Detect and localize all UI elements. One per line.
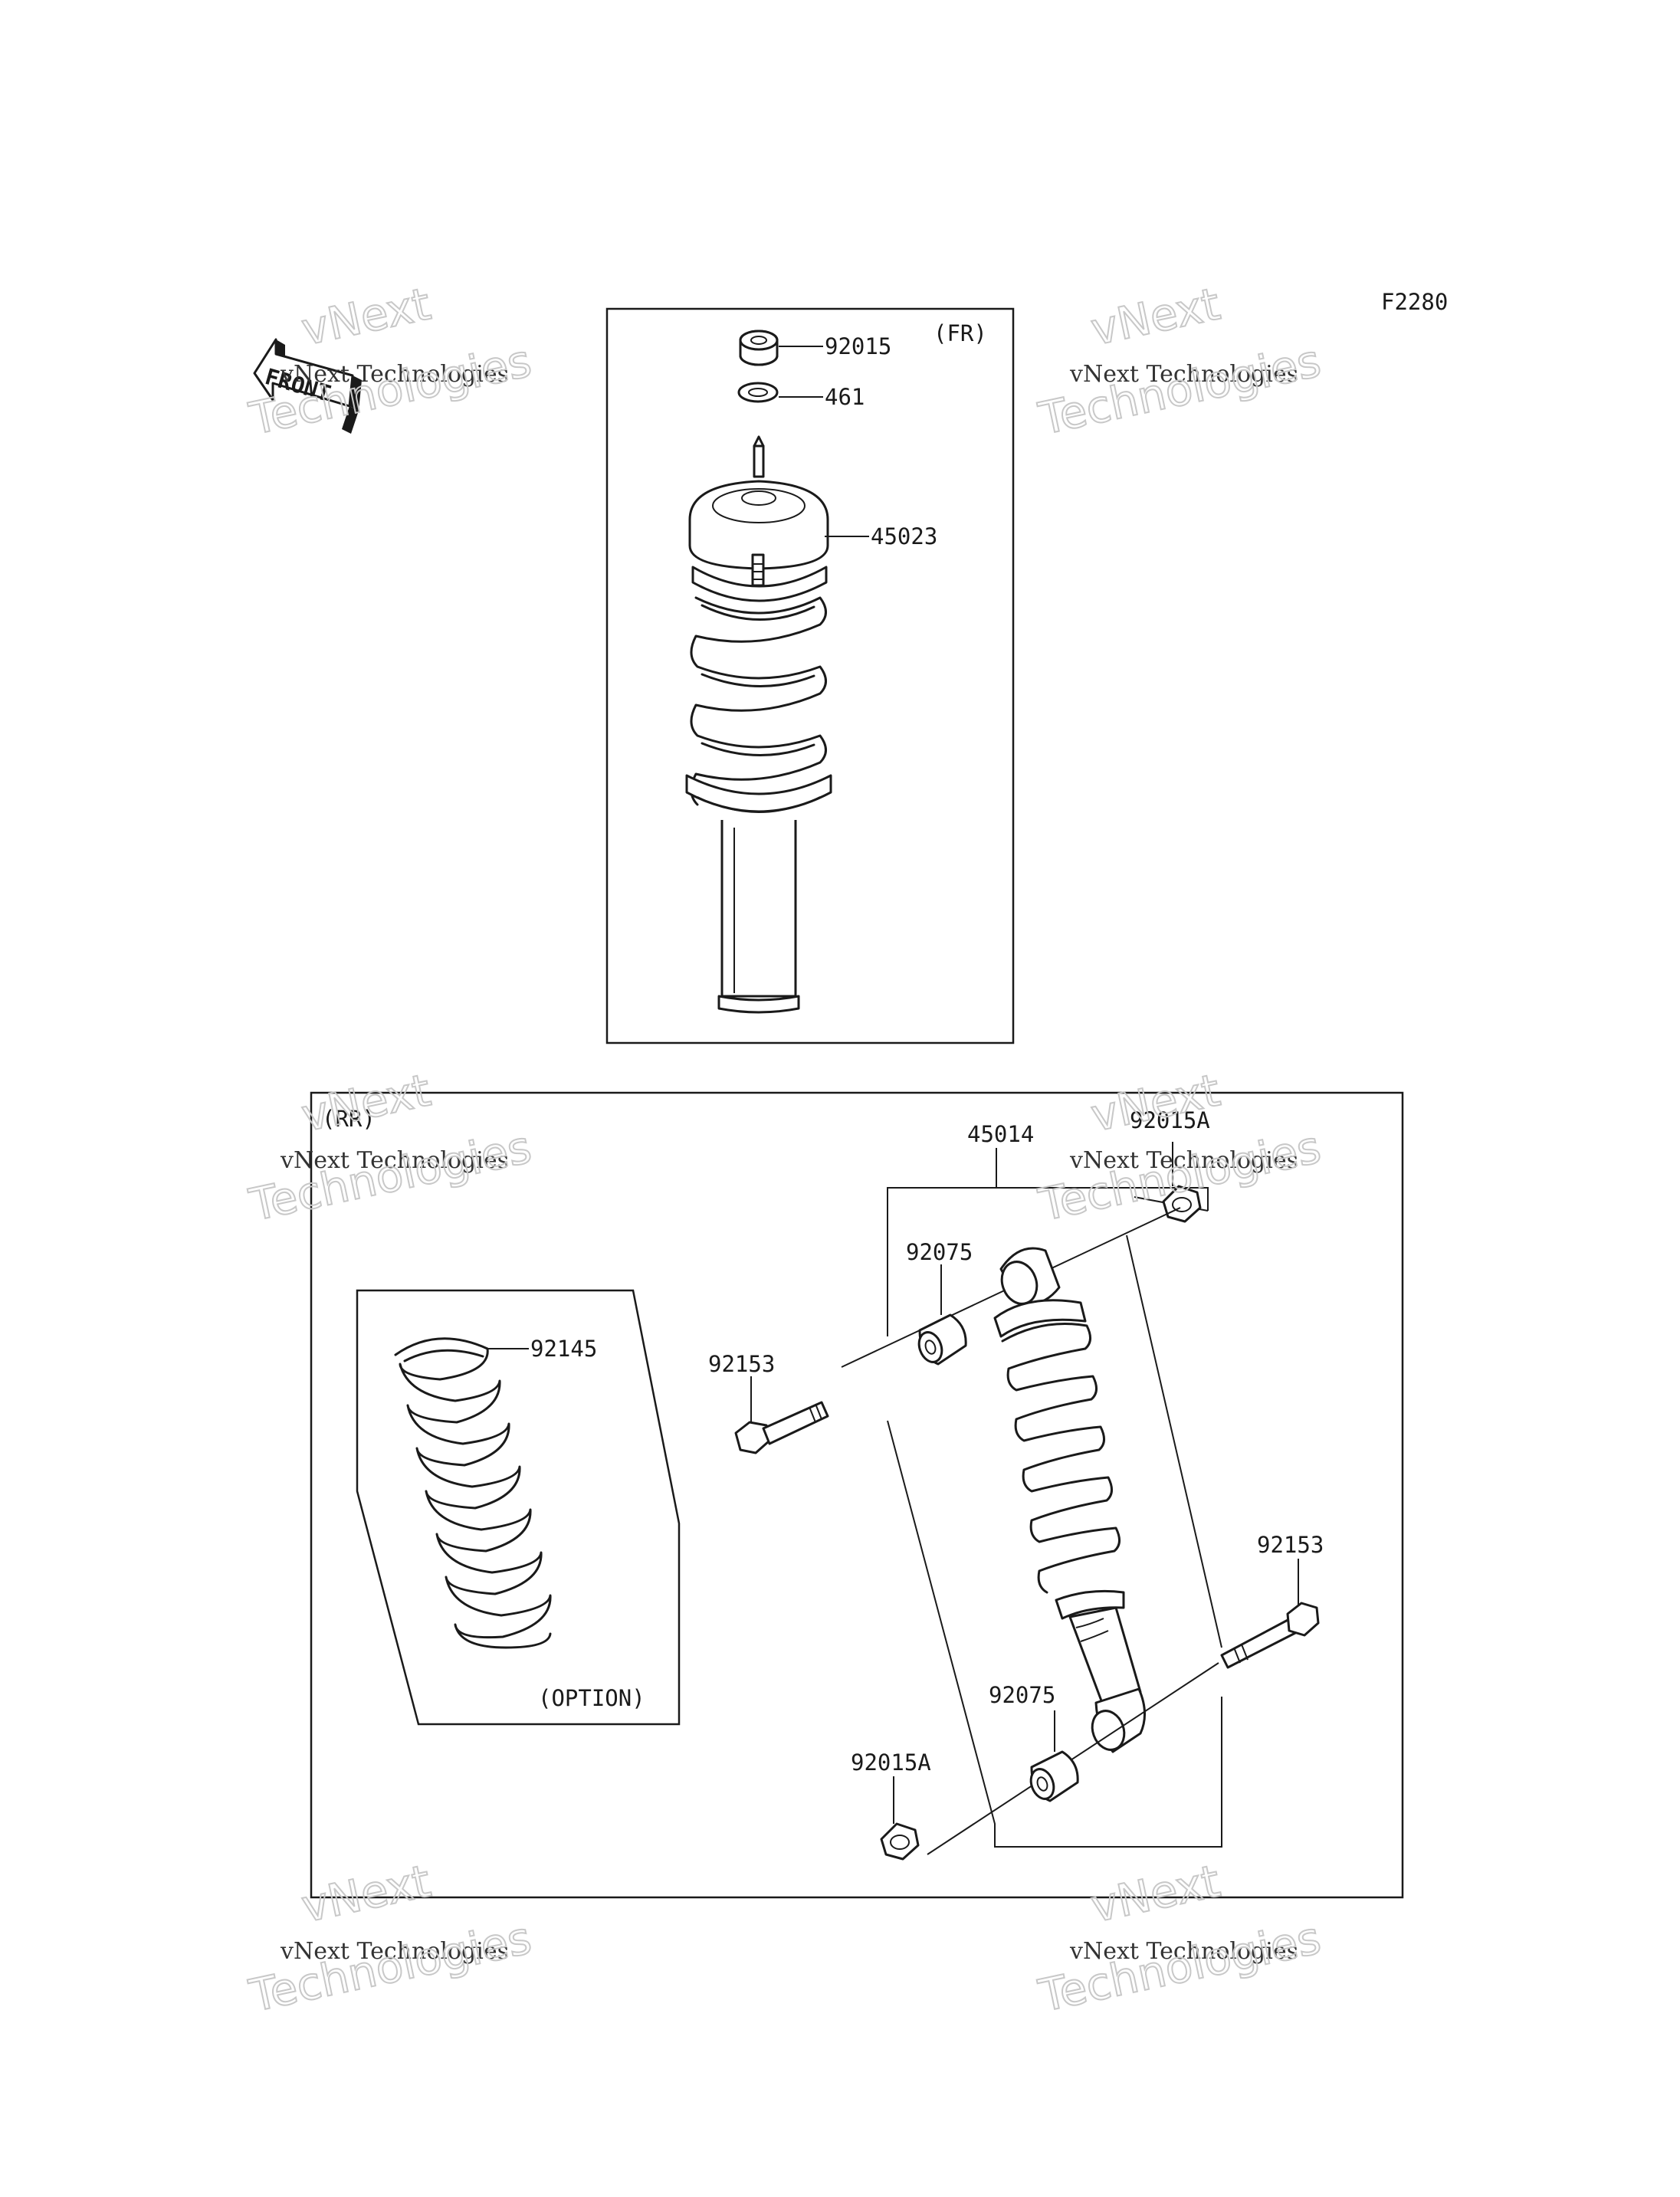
nut-92015a-top-icon (1162, 1185, 1202, 1223)
part-number-rear-shock: 45014 (967, 1121, 1034, 1147)
svg-text:vNext Technologies: vNext Technologies (280, 361, 509, 388)
svg-text:vNext Technologies: vNext Technologies (280, 1938, 509, 1965)
watermark-bottom-left: vNext vNext Technologies Technologies (244, 1854, 536, 2022)
option-spring-icon (394, 1337, 552, 1649)
part-number-bushing-bottom: 92075 (989, 1682, 1055, 1708)
front-direction-arrow: FRONT (253, 338, 362, 434)
front-panel: (FR) 92015 461 (605, 307, 1015, 1044)
watermark-bottom-right: vNext vNext Technologies Technologies (1033, 1854, 1326, 2022)
svg-text:Technologies: Technologies (1034, 335, 1325, 445)
part-number-bushing-top: 92075 (906, 1239, 973, 1265)
svg-text:vNext: vNext (1087, 277, 1225, 356)
rear-panel-title: (RR) (322, 1106, 376, 1132)
part-number-nut-bottom: 92015A (851, 1749, 931, 1776)
front-panel-title: (FR) (934, 320, 987, 346)
assembly-bracket (887, 1187, 1222, 1848)
part-number-option-spring: 92145 (530, 1336, 597, 1362)
figure-code: F2280 (1381, 289, 1448, 315)
part-number-front-shock: 45023 (871, 523, 937, 549)
watermark-top-right: vNext vNext Technologies Technologies (1033, 277, 1326, 445)
svg-text:vNext Technologies: vNext Technologies (1069, 1938, 1298, 1965)
svg-text:vNext: vNext (297, 277, 435, 356)
nut-92015-icon (739, 330, 779, 366)
bolt-92153-bottom-icon (1220, 1602, 1320, 1669)
bolt-92153-top-icon (734, 1401, 829, 1454)
front-panel-frame (605, 307, 1015, 1044)
rear-panel-frame (310, 1091, 1404, 1899)
svg-text:Technologies: Technologies (1034, 1912, 1325, 2022)
svg-text:vNext Technologies: vNext Technologies (1069, 1147, 1298, 1174)
part-number-washer: 461 (825, 384, 865, 410)
svg-text:Technologies: Technologies (244, 1121, 536, 1231)
svg-text:vNext: vNext (297, 1854, 435, 1933)
svg-text:vNext Technologies: vNext Technologies (280, 1147, 509, 1174)
rear-panel: (RR) (OPTION) 92145 45014 92015A (310, 1091, 1404, 1899)
svg-text:vNext: vNext (1087, 1854, 1225, 1933)
option-note: (OPTION) (538, 1685, 645, 1711)
rear-shock-absorber-icon (993, 1247, 1146, 1753)
part-number-bolt-bottom: 92153 (1257, 1532, 1324, 1558)
front-shock-absorber-icon (685, 435, 832, 1014)
svg-text:Technologies: Technologies (244, 1912, 536, 2022)
watermark-mid-right: vNext vNext Technologies Technologies (1033, 1063, 1326, 1231)
bushing-92075-bottom-icon (1029, 1750, 1079, 1802)
part-number-bolt-top: 92153 (708, 1351, 775, 1377)
watermark-mid-left: vNext vNext Technologies Technologies (244, 1063, 536, 1231)
bushing-92075-top-icon (917, 1313, 967, 1366)
nut-92015a-bottom-icon (880, 1822, 920, 1861)
svg-text:vNext Technologies: vNext Technologies (1069, 361, 1298, 388)
option-box-frame (356, 1289, 681, 1726)
part-number-nut-top: 92015A (1130, 1107, 1210, 1133)
washer-461-icon (737, 382, 779, 403)
part-number-nut: 92015 (825, 333, 891, 359)
svg-text:Technologies: Technologies (244, 335, 536, 445)
